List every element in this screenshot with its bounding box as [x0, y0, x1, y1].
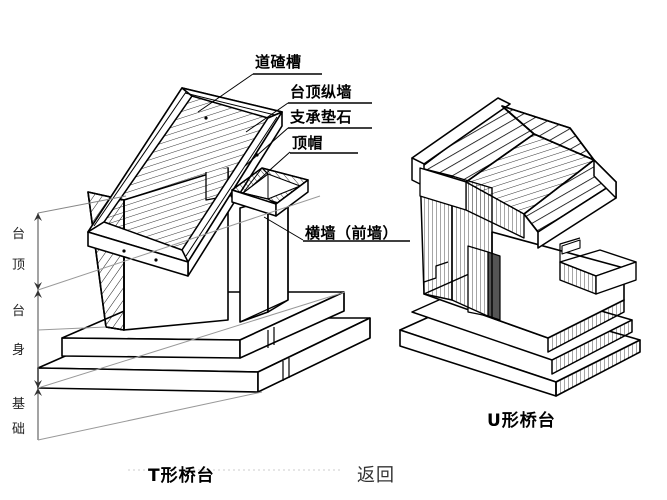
callout-bearing-pad-stone: 支承垫石 [290, 108, 353, 126]
t-shaped-abutment [37, 87, 371, 393]
callout-ballast-trough: 道碴槽 [255, 53, 302, 71]
dimension-label-foundation: 基 础 [12, 398, 26, 436]
leader-bearing-pad-stone [244, 127, 289, 167]
dimension-char: 身 [12, 343, 26, 358]
bearing-pad-stone [242, 167, 269, 200]
dimension-char: 台 [12, 227, 26, 242]
dimension-char: 基 [12, 397, 26, 412]
callout-transverse-wall: 横墙（前墙） [305, 224, 399, 242]
caption-u-shaped-abutment: U形桥台 [487, 411, 556, 431]
leader-transverse-wall [263, 216, 304, 241]
leader-ballast-trough [197, 73, 254, 113]
u-shaped-abutment [399, 97, 641, 397]
dimension-label-abutment-body: 台 身 [12, 305, 26, 357]
leader-cap [251, 151, 291, 187]
callout-cap: 顶帽 [292, 134, 324, 152]
u-top-trough [411, 97, 617, 249]
leader-top-longitudinal-wall [245, 102, 289, 133]
dimension-lines [34, 195, 346, 441]
u-bearing-bracket [559, 237, 637, 295]
dimension-char: 顶 [12, 258, 26, 273]
dimension-char: 台 [12, 304, 26, 319]
caption-t-shaped-abutment: T形桥台 [148, 466, 215, 486]
back-link[interactable]: 返回 [357, 465, 395, 486]
abutment-cap [231, 167, 309, 217]
dimension-label-abutment-top: 台 顶 [12, 228, 26, 272]
callout-leaders [197, 73, 410, 242]
callout-top-longitudinal-wall: 台顶纵墙 [290, 83, 353, 101]
dimension-char: 础 [12, 422, 26, 437]
